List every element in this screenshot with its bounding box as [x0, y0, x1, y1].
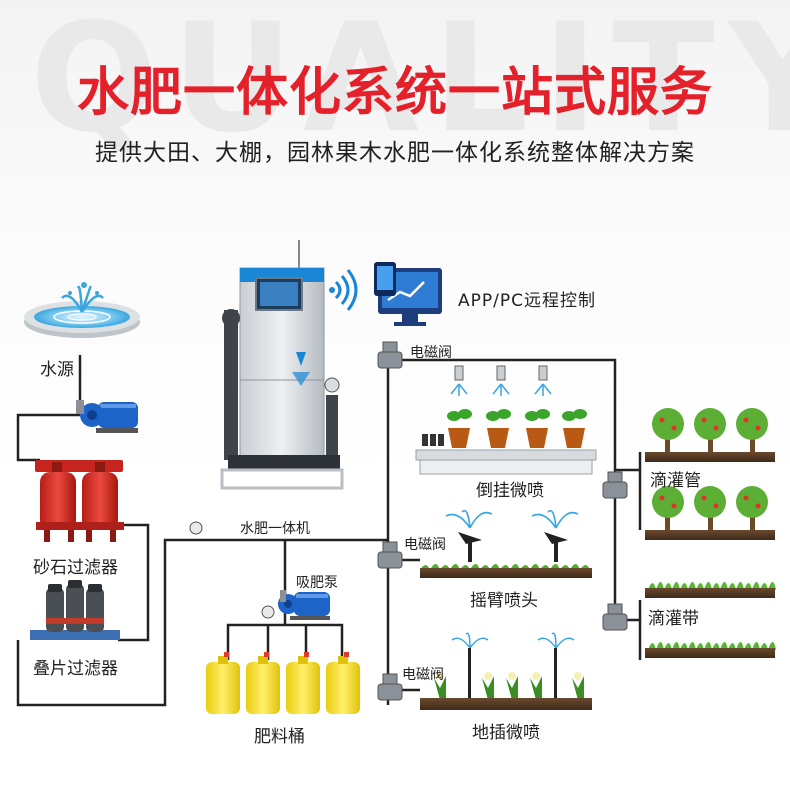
watermark: QUALITY — [30, 0, 790, 166]
label-hanging-spray: 倒挂微喷 — [476, 481, 544, 501]
label-ground-spray: 地插微喷 — [472, 723, 540, 743]
label-valve-3: 电磁阀 — [402, 667, 444, 683]
fertigation-machine-icon — [220, 240, 358, 490]
hanging-spray-icon — [415, 359, 597, 475]
pipe-pump-to-sand — [16, 413, 80, 462]
disc-filter-icon — [30, 580, 120, 640]
label-drip-pipe: 滴灌管 — [650, 471, 701, 491]
label-disc-filter: 叠片过滤器 — [33, 659, 118, 679]
monitor-phone-icon — [374, 262, 442, 326]
rocker-sprinkler-icon — [420, 509, 592, 578]
label-fertilizer-tank: 肥料桶 — [254, 727, 305, 747]
label-machine: 水肥一体机 — [240, 521, 310, 537]
label-valve-2: 电磁阀 — [404, 537, 446, 553]
label-valve-1: 电磁阀 — [410, 345, 452, 361]
fertilizer-tanks-icon — [206, 652, 360, 714]
drip-pipe-icon — [645, 408, 775, 540]
main-pump-icon — [76, 400, 138, 433]
label-app-control: APP/PC远程控制 — [458, 291, 596, 311]
sand-filter-icon — [35, 460, 124, 542]
pipe-sand-to-disc — [118, 523, 150, 642]
label-water-source: 水源 — [40, 360, 74, 380]
drip-tape-icon — [645, 582, 776, 658]
label-suction-pump: 吸肥泵 — [296, 575, 338, 591]
page-title: 水肥一体化系统一站式服务 — [76, 63, 713, 123]
label-sand-filter: 砂石过滤器 — [33, 558, 118, 578]
solenoid-valve-icons — [377, 341, 628, 701]
water-source-icon — [24, 282, 140, 338]
fertilizer-pump-icon — [189, 521, 330, 620]
ground-spray-icon — [420, 632, 592, 710]
pipe-fert-header — [226, 623, 344, 660]
label-drip-tape: 滴灌带 — [648, 609, 699, 629]
label-rocker-sprinkler: 摇臂喷头 — [470, 591, 538, 611]
page-subtitle: 提供大田、大棚，园林果木水肥一体化系统整体解决方案 — [95, 140, 695, 166]
pipe-disc-to-main — [16, 538, 388, 707]
